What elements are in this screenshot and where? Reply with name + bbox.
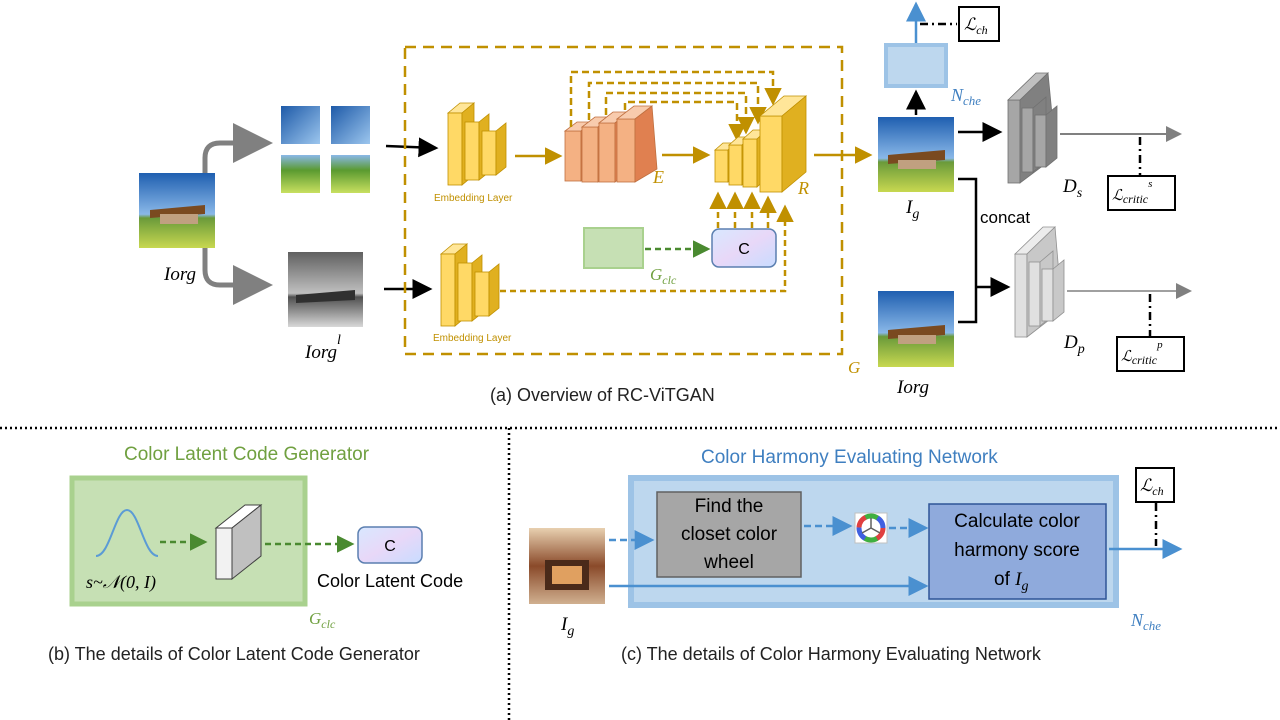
label-E: E xyxy=(652,167,664,187)
generator-box xyxy=(403,45,844,356)
embedding-layer-bottom-label: Embedding Layer xyxy=(433,333,512,344)
lcritic-s-box xyxy=(1107,175,1176,211)
arrow-to-patches xyxy=(202,123,273,173)
label-iorg-l: Iorgl xyxy=(304,333,341,363)
label-iorg: Iorg xyxy=(163,264,196,285)
label-lcritic-s: ℒcritics xyxy=(1112,178,1152,206)
concat-path xyxy=(958,177,978,324)
arrow-to-gray xyxy=(202,248,273,305)
label-lch: ℒch xyxy=(964,15,988,37)
calc-score-box xyxy=(928,503,1107,600)
discriminator-Ds xyxy=(1007,72,1058,184)
panel-c-title: Color Harmony Evaluating Network xyxy=(701,447,998,468)
lch-box xyxy=(958,6,1000,42)
embedding-layer-bottom xyxy=(439,243,500,327)
color-wheel-icon xyxy=(854,512,888,544)
label-ig-c: Ig xyxy=(560,614,574,639)
label-dp: Dp xyxy=(1063,332,1085,357)
gaussian-curve xyxy=(95,508,159,557)
label-R: R xyxy=(797,178,809,198)
label-ds: Ds xyxy=(1062,176,1083,201)
arrow-patches-to-embed xyxy=(385,137,439,158)
embedding-layer-top xyxy=(446,102,507,186)
color-code-C-b xyxy=(357,526,423,564)
gclc-block xyxy=(583,227,644,269)
label-ig: Ig xyxy=(905,197,919,222)
discriminator-Dp xyxy=(1014,226,1065,338)
label-lch-c: ℒch xyxy=(1140,476,1164,498)
decoder-R xyxy=(713,95,808,193)
nche-block xyxy=(884,43,948,88)
color-code-C xyxy=(711,228,777,268)
find-wheel-box xyxy=(656,491,802,578)
label-gclc: Gclc xyxy=(650,265,677,287)
calc-line3: of Ig xyxy=(994,569,1028,594)
lcritic-p-box xyxy=(1116,336,1185,372)
noise-label: s~𝒩(0, I) xyxy=(86,572,156,593)
image-patches xyxy=(281,106,370,193)
label-iorg-right: Iorg xyxy=(896,377,929,398)
caption-a: (a) Overview of RC-ViTGAN xyxy=(490,385,715,405)
color-latent-code-label: Color Latent Code xyxy=(317,571,463,591)
gclc-container xyxy=(69,475,308,607)
label-G: G xyxy=(848,358,860,377)
original-image-right xyxy=(878,291,954,367)
generated-image xyxy=(878,117,954,192)
gclc-layer-block xyxy=(214,503,263,581)
label-C: C xyxy=(738,241,750,258)
panel-b-title: Color Latent Code Generator xyxy=(124,444,370,465)
code-arrows-to-R xyxy=(500,191,794,293)
lch-c-box xyxy=(1135,467,1175,503)
label-lcritic-p: ℒcriticp xyxy=(1121,339,1163,367)
calc-line2: harmony score xyxy=(954,540,1080,561)
find-line2: closet color xyxy=(681,524,778,545)
generated-image-c xyxy=(529,528,605,604)
grayscale-image xyxy=(288,252,363,327)
find-line3: wheel xyxy=(703,552,754,573)
input-image xyxy=(139,173,215,248)
skip-connections xyxy=(569,70,782,142)
label-concat: concat xyxy=(980,208,1030,227)
caption-b: (b) The details of Color Latent Code Gen… xyxy=(48,644,420,664)
label-gclc-b: Gclc xyxy=(309,609,336,631)
embedding-layer-top-label: Embedding Layer xyxy=(434,193,513,204)
caption-c: (c) The details of Color Harmony Evaluat… xyxy=(621,644,1042,664)
encoder-E xyxy=(563,105,658,183)
find-line1: Find the xyxy=(695,496,764,517)
label-nche-c: Nche xyxy=(1130,610,1161,633)
label-C-b: C xyxy=(384,538,396,555)
calc-line1: Calculate color xyxy=(954,511,1080,532)
label-nche: Nche xyxy=(950,85,981,108)
